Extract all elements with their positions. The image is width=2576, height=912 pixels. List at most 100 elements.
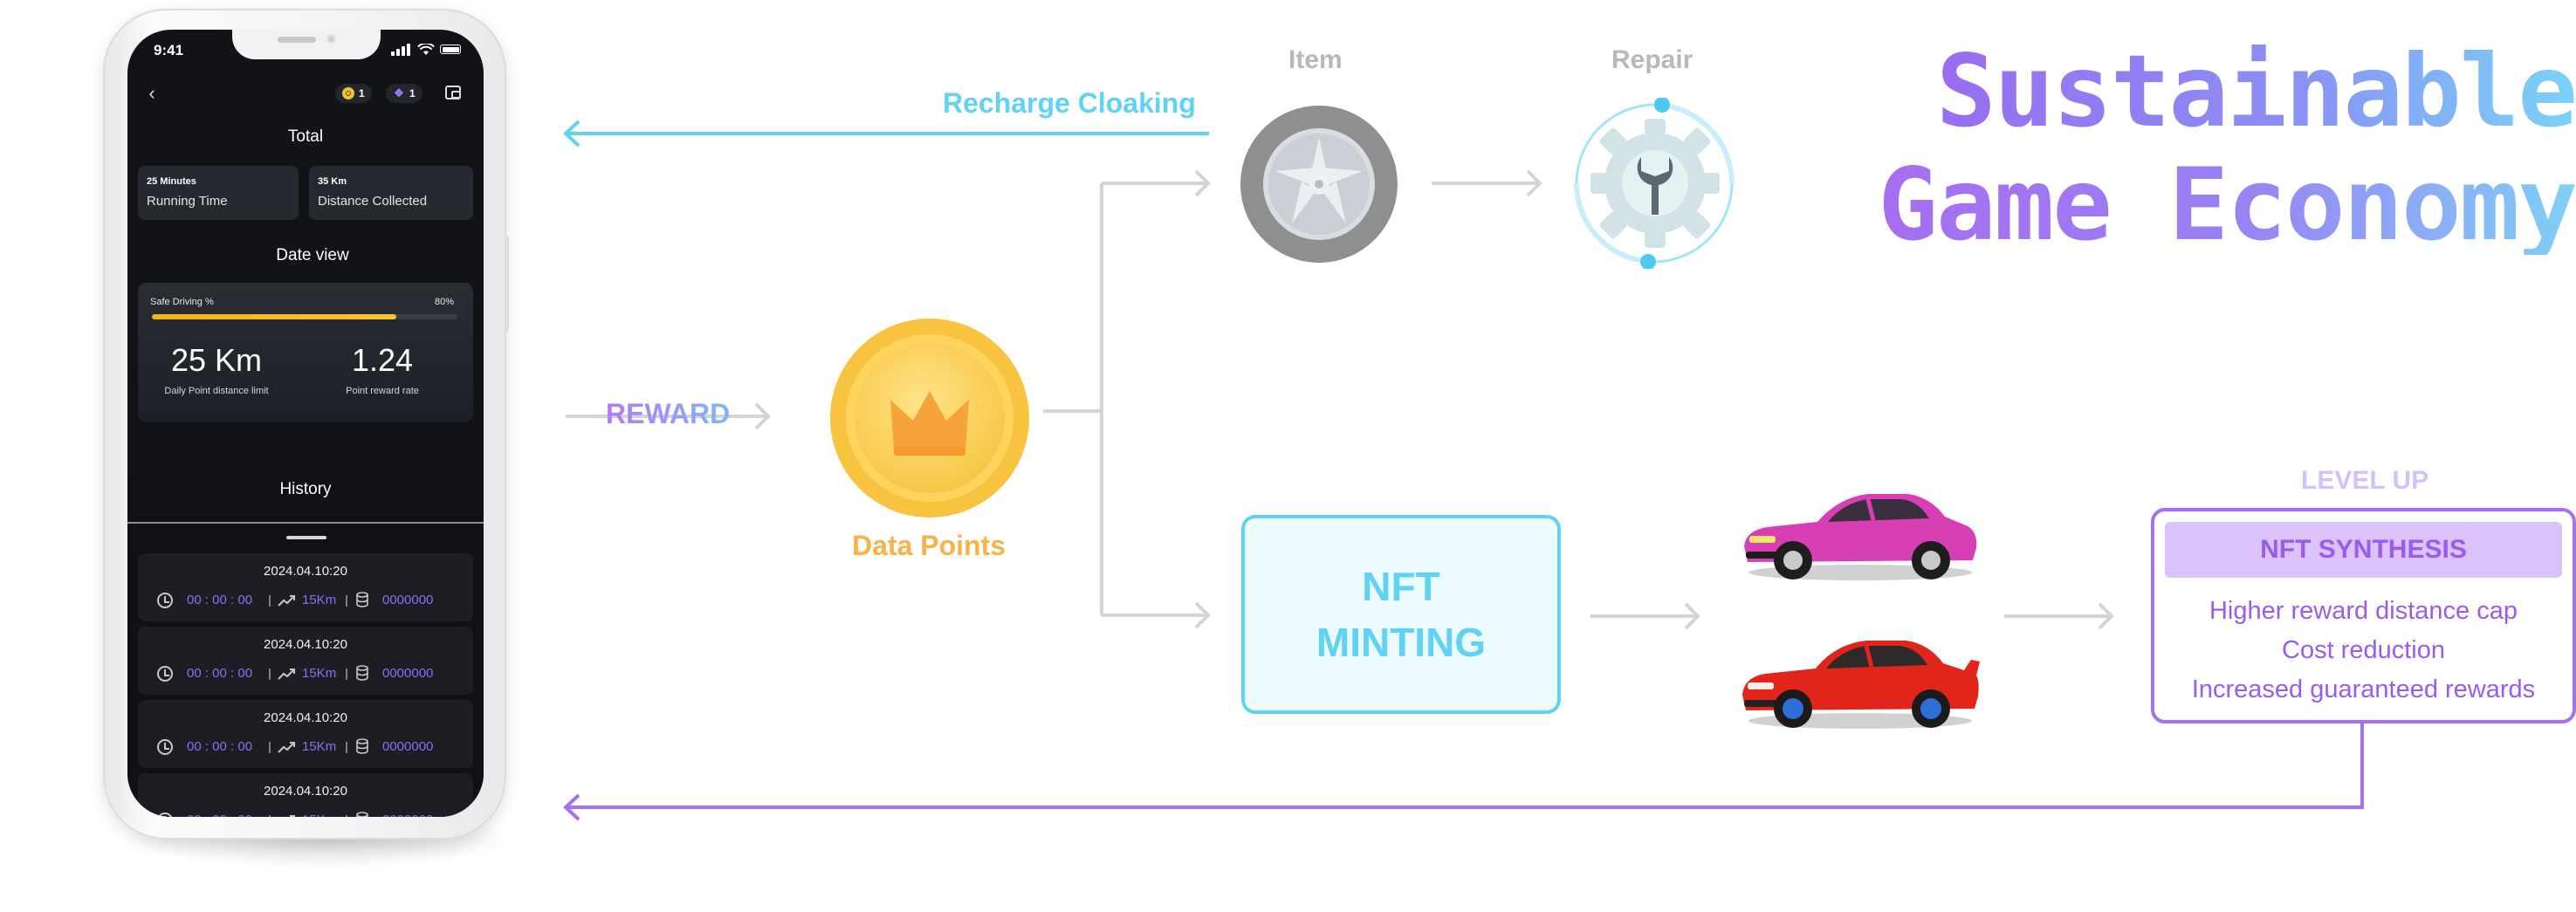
- history-duration: 00 : 00 : 00: [187, 739, 253, 754]
- history-distance: 15Km: [302, 593, 337, 607]
- coin-count: 1: [359, 87, 365, 99]
- history-metrics: 00 : 00 : 00 15Km 0000000: [157, 665, 471, 684]
- reward-label: REWARD: [602, 398, 733, 430]
- history-points: 0000000: [382, 739, 434, 754]
- history-separator: [269, 595, 271, 607]
- return-loop-line: [566, 723, 2364, 809]
- synthesis-benefit-2: Cost reduction: [2282, 636, 2445, 664]
- history-separator: [346, 742, 347, 753]
- recharge-cloaking-label: Recharge Cloaking: [943, 87, 1196, 119]
- nft-minting-box: NFT MINTING: [1241, 515, 1561, 714]
- signal-icon-bar: [407, 44, 410, 56]
- trend-icon: [290, 815, 295, 817]
- distance-collected-value: 35 Km: [318, 176, 347, 187]
- gem-icon: ❖: [394, 86, 404, 99]
- history-duration: 00 : 00 : 00: [187, 813, 252, 817]
- status-time: 9:41: [154, 42, 184, 58]
- wallet-icon[interactable]: [445, 86, 461, 99]
- history-metrics: 00 : 00 : 00 15Km 0000000: [157, 812, 471, 817]
- tire-icon: [1240, 106, 1398, 263]
- sheet-grab-handle[interactable]: [286, 536, 326, 539]
- database-icon: [356, 812, 368, 817]
- history-title: History: [279, 480, 332, 498]
- back-chevron-icon[interactable]: ‹: [148, 82, 155, 104]
- history-distance: 15Km: [302, 813, 336, 817]
- distance-collected-label: Distance Collected: [318, 194, 428, 209]
- history-separator: [269, 669, 271, 680]
- date-view-panel: Safe Driving % 80% 25 Km Daily Point dis…: [138, 283, 473, 422]
- history-points: 0000000: [382, 593, 434, 607]
- signal-icon-bar: [402, 46, 405, 56]
- history-date: 2024.04.10:20: [264, 564, 347, 579]
- nft-synthesis-title: NFT SYNTHESIS: [2165, 522, 2562, 578]
- history-separator: [346, 595, 347, 607]
- battery-icon: [440, 45, 461, 54]
- daily-limit-label: Daily Point distance limit: [164, 386, 269, 396]
- red-car-image: [1742, 641, 1980, 729]
- wifi-icon: [417, 44, 435, 55]
- phone-notch: [232, 30, 381, 59]
- synthesis-benefit-1: Higher reward distance cap: [2208, 597, 2518, 625]
- safe-driving-progress-track: [152, 314, 457, 319]
- history-separator: [269, 742, 271, 753]
- item-to-repair-arrowhead: [1526, 169, 1542, 197]
- branch-to-nft-arrowhead: [1194, 601, 1211, 629]
- pink-car-image: [1744, 494, 1977, 580]
- speaker-grille: [278, 37, 316, 43]
- history-distance: 15Km: [302, 666, 337, 681]
- branch-to-item-arrowhead: [1194, 169, 1211, 197]
- safe-driving-label: Safe Driving %: [150, 297, 214, 307]
- safe-driving-progress-fill: [152, 314, 396, 319]
- history-row[interactable]: 2024.04.10:20 00 : 00 : 00 15Km 0000000: [138, 553, 473, 621]
- running-time-label: Running Time: [147, 194, 228, 209]
- reward-arrowhead: [754, 402, 771, 430]
- return-loop-arrowhead: [563, 793, 580, 821]
- gem-count: 1: [409, 87, 416, 99]
- history-duration: 00 : 00 : 00: [187, 593, 253, 607]
- clock-icon: [157, 739, 173, 755]
- history-separator: [346, 669, 347, 680]
- clock-icon: [157, 666, 173, 682]
- phone-side-button: [505, 236, 509, 332]
- trend-icon: [278, 742, 295, 753]
- title-line-2: Game Economy: [1878, 147, 2576, 263]
- data-points-label: Data Points: [852, 530, 1006, 561]
- nft-minting-line2: MINTING: [1315, 620, 1487, 665]
- item-label: Item: [1288, 45, 1343, 74]
- synthesis-benefit-3: Increased guaranteed rewards: [2191, 675, 2536, 703]
- crown-coin-icon: [830, 319, 1029, 518]
- recharge-arrowhead: [563, 120, 580, 147]
- coin-icon: [342, 87, 354, 99]
- history-duration: 00 : 00 : 00: [187, 666, 253, 681]
- status-icons: [391, 44, 461, 56]
- database-icon: [356, 665, 368, 681]
- trend-icon: [278, 669, 295, 680]
- coin-balance-badge[interactable]: 1: [335, 84, 372, 103]
- history-date: 2024.04.10:20: [264, 710, 347, 725]
- history-separator: [269, 815, 271, 817]
- history-date: 2024.04.10:20: [264, 637, 347, 652]
- daily-limit-value: 25 Km: [170, 342, 263, 378]
- history-divider: [127, 522, 484, 524]
- running-time-value: 25 Minutes: [147, 176, 196, 187]
- history-points: 0000000: [382, 666, 434, 681]
- clock-icon: [157, 593, 173, 608]
- safe-driving-percent: 80%: [434, 297, 454, 307]
- history-points: 0000000: [382, 813, 433, 817]
- repair-gear-icon: [1574, 98, 1735, 269]
- history-separator: [346, 815, 347, 817]
- database-icon: [356, 738, 368, 754]
- total-title: Total: [287, 127, 324, 146]
- distance-collected-card: 35 Km Distance Collected: [309, 166, 473, 220]
- nft-synthesis-box: NFT SYNTHESIS Higher reward distance cap…: [2151, 508, 2576, 723]
- history-row[interactable]: 2024.04.10:20 00 : 00 : 00 15Km 0000000: [138, 627, 473, 695]
- cars-to-synthesis-arrowhead: [2098, 602, 2114, 630]
- reward-rate-label: Point reward rate: [346, 386, 419, 396]
- signal-icon: [391, 51, 395, 56]
- phone-screen: 9:41 ‹ 1 ❖ 1 Total 25 Minutes Running Ti…: [127, 30, 484, 817]
- gem-balance-badge[interactable]: ❖ 1: [386, 84, 422, 103]
